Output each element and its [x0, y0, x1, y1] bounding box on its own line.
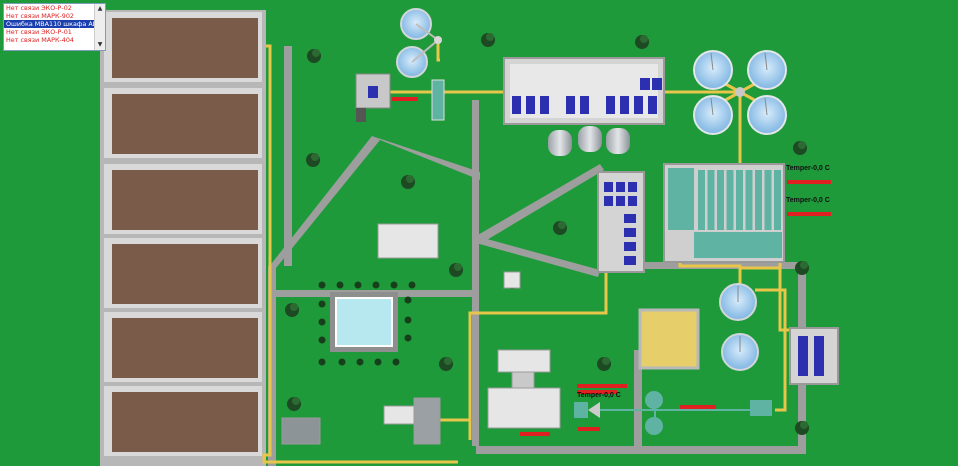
- scroll-up-icon[interactable]: ▲: [97, 5, 103, 12]
- blower-building: [503, 57, 665, 125]
- alarm-item[interactable]: Нет связи ЭКО-Р-02: [6, 4, 72, 12]
- alarm-item[interactable]: Нет связи МАРК-902: [6, 12, 74, 20]
- uv-units: [574, 391, 772, 435]
- silos: [548, 126, 630, 156]
- alarm-list[interactable]: Нет связи ЭКО-Р-02 Нет связи МАРК-902 Ош…: [3, 3, 106, 51]
- pump-station-small: [355, 73, 391, 122]
- buildings: [281, 223, 561, 445]
- sand-filter: [638, 308, 700, 370]
- pump-building-right: [597, 171, 645, 273]
- secondary-clarifiers: [719, 283, 759, 371]
- alarm-labels: [392, 97, 831, 436]
- temp-readout-2: Temper-0,0 C: [786, 197, 830, 204]
- alarm-item[interactable]: Нет связи ЭКО-Р-01: [6, 28, 72, 36]
- scroll-down-icon[interactable]: ▼: [97, 41, 103, 48]
- inlet-tanks: [396, 8, 445, 121]
- temp-readout-1: Temper-0,0 C: [786, 165, 830, 172]
- alarm-scrollbar[interactable]: ▲ ▼: [94, 4, 105, 50]
- aeration-tanks: [663, 163, 785, 263]
- clarifiers: [693, 50, 787, 135]
- alarm-item[interactable]: Нет связи МАРК-404: [6, 36, 74, 44]
- sludge-beds: [100, 10, 266, 466]
- temp-readout-3: Temper-0,0 C: [577, 392, 621, 399]
- pond-area: [330, 292, 398, 352]
- pump-block-corner: [789, 327, 839, 385]
- alarm-item-selected[interactable]: Ошибка МВА110 шкафа АБК: [4, 20, 96, 28]
